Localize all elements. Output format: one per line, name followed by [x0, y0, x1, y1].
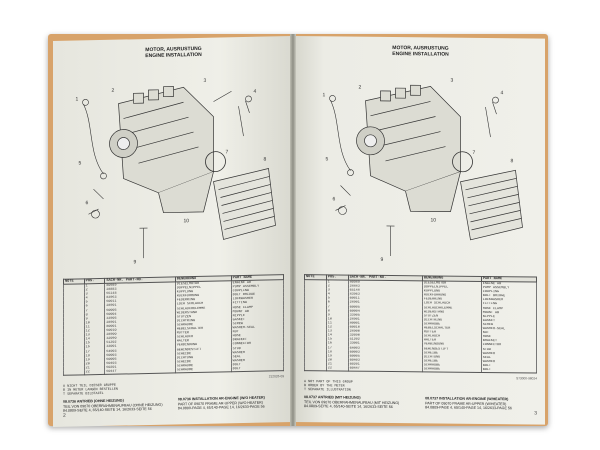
right-page-number: 3	[534, 410, 537, 417]
svg-text:6: 6	[86, 200, 89, 206]
table-cell: BOLT	[481, 367, 537, 374]
svg-text:8: 8	[511, 158, 514, 164]
footer-text: TEIL VON 09070 OBERRAHMENAUFBAU (MIT HEI…	[304, 399, 400, 410]
svg-text:10: 10	[431, 217, 437, 223]
footer-text: PART OF 09070 FRAME AR-UPPER (W/HEATER) …	[425, 400, 512, 411]
svg-text:4: 4	[501, 90, 504, 96]
svg-text:7: 7	[473, 150, 476, 156]
book-spine-gutter	[290, 34, 296, 426]
svg-text:8: 8	[264, 157, 267, 163]
left-page-number: 2	[63, 412, 66, 419]
hose-and-fittings	[82, 91, 252, 259]
table-cell: 22	[84, 369, 105, 375]
right-page-title: MOTOR, AUSRUSTUNG ENGINE INSTALLATION	[304, 44, 537, 58]
left-legend: A NICHT TEIL DIESER GRUPPE B IN METER LA…	[63, 380, 284, 398]
radiator	[460, 169, 523, 241]
table-cell: 60447	[348, 366, 423, 372]
svg-text:7: 7	[225, 149, 228, 155]
engine-block	[356, 84, 461, 212]
right-ref-code: S73000-98024	[516, 376, 537, 381]
svg-text:3: 3	[451, 78, 454, 84]
engine-block	[109, 86, 214, 214]
hose-and-fittings	[329, 95, 499, 257]
table-cell: SCHRAUBE	[175, 367, 232, 374]
callout-numbers: 1 2 3 4 5 6 7 8 9 10	[323, 78, 514, 263]
svg-text:10: 10	[184, 218, 190, 224]
svg-text:1: 1	[76, 96, 79, 102]
right-page: MOTOR, AUSRUSTUNG ENGINE INSTALLATION	[294, 36, 545, 425]
table-cell	[63, 370, 85, 376]
radiator	[213, 168, 276, 240]
footer-text: PART OF 09070 FRAME AR-UPPER (W/O HEATER…	[177, 400, 265, 411]
table-cell: SCHRAUBE	[422, 367, 482, 373]
callout-numbers: 1 2 3 4 5 6 7 8 9 10	[76, 78, 267, 266]
right-footer: 08.0737 ANTRIEB (MIT HEIZUNG) TEIL VON 0…	[304, 395, 537, 410]
svg-text:6: 6	[333, 196, 336, 202]
svg-text:2: 2	[112, 88, 115, 94]
gasket-ring	[452, 151, 473, 173]
svg-text:2: 2	[359, 85, 362, 91]
footer-heading: 08.0737 ANTRIEB (MIT HEIZUNG)	[304, 395, 361, 400]
left-page: MOTOR, AUSRUSTUNG ENGINE INSTALLATION	[53, 36, 292, 428]
title-english: ENGINE INSTALLATION	[392, 51, 449, 58]
left-ref-code: 212026-09	[268, 374, 284, 379]
svg-text:3: 3	[204, 78, 207, 84]
table-cell: 22	[326, 366, 349, 372]
table-cell	[304, 366, 327, 371]
footer-text: TEIL VON 09070 OBERRAHMENAUFBAU (OHNE HE…	[63, 402, 163, 413]
table-cell: 60447	[104, 368, 176, 375]
engine-exploded-diagram: 1 2 3 4 5 6 7 8 9 10	[76, 78, 276, 266]
svg-text:1: 1	[323, 92, 326, 98]
svg-text:9: 9	[381, 257, 384, 263]
svg-text:5: 5	[79, 160, 82, 166]
table-cell: BOLT	[231, 366, 284, 372]
svg-text:5: 5	[326, 156, 329, 162]
engine-exploded-diagram: 1 2 3 4 5 6 7 8 9 10	[323, 78, 523, 263]
svg-text:9: 9	[134, 259, 137, 265]
gasket-ring	[205, 151, 226, 173]
right-legend: A NOT PART OF THIS GROUP B ORDER BY THE …	[304, 380, 537, 395]
svg-text:4: 4	[254, 89, 257, 95]
left-page-title: MOTOR, AUSRUSTUNG ENGINE INSTALLATION	[63, 44, 284, 61]
